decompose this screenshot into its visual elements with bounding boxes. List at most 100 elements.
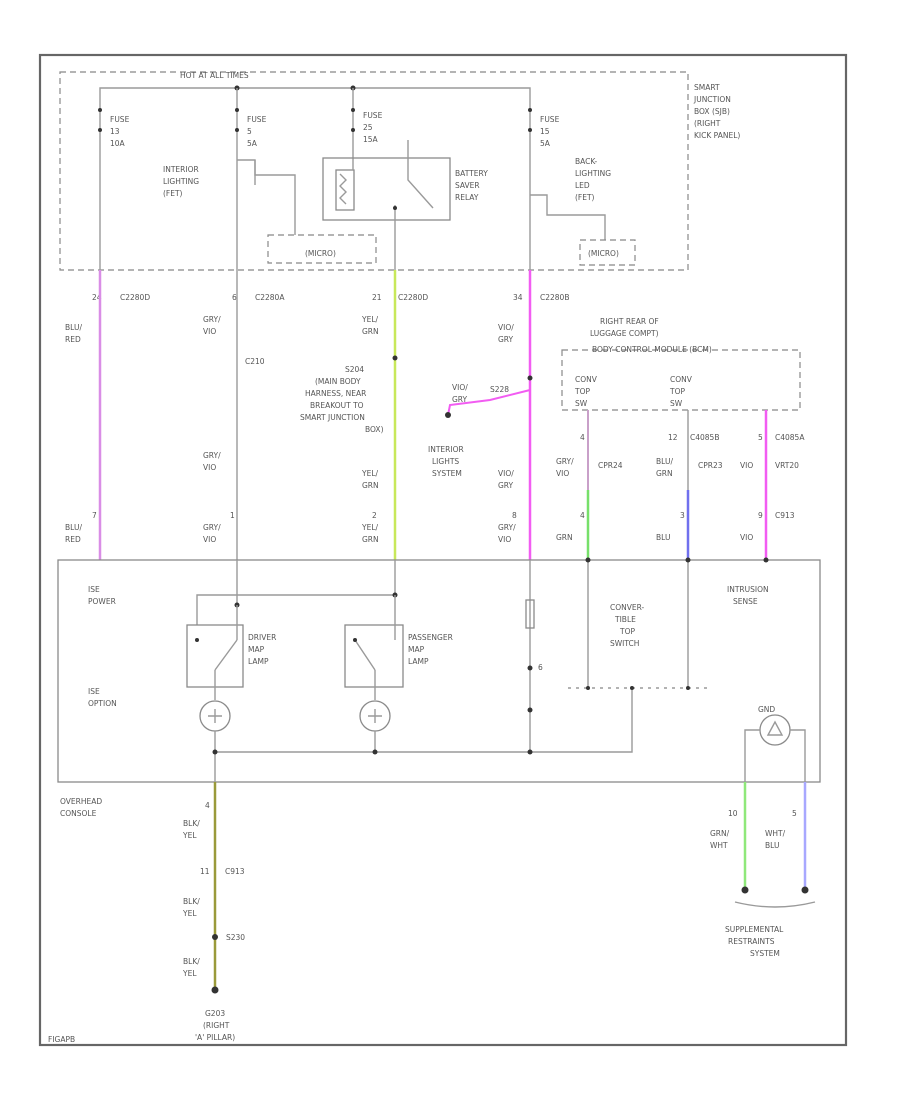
vio-gry-branch-wire — [447, 389, 531, 416]
vrt20-label: VRT20 — [775, 461, 799, 470]
srs-terminal — [801, 886, 809, 894]
driver-map-bulb-icon — [199, 700, 231, 732]
svg-text:YEL/: YEL/ — [361, 469, 378, 478]
c913-label: C913 — [225, 867, 245, 876]
terminal — [585, 557, 591, 563]
svg-text:LAMP: LAMP — [248, 657, 269, 666]
svg-text:SAVER: SAVER — [455, 181, 480, 190]
yel-grn-label: YEL/GRN — [361, 523, 379, 544]
svg-text:VIO/: VIO/ — [498, 323, 514, 332]
svg-text:GRY: GRY — [452, 395, 468, 404]
svg-text:CONV: CONV — [575, 375, 598, 384]
svg-text:G203: G203 — [205, 1009, 225, 1018]
sjb-label: SMART JUNCTION BOX (SJB) (RIGHT KICK PAN… — [693, 83, 740, 140]
svg-text:BATTERY: BATTERY — [455, 169, 488, 178]
vio-gry-label: VIO/GRY — [498, 323, 514, 344]
svg-text:FUSE: FUSE — [363, 111, 383, 120]
svg-text:C2280D: C2280D — [120, 293, 150, 302]
g203-label: G203 (RIGHT 'A' PILLAR) — [195, 1009, 235, 1042]
svg-text:10A: 10A — [110, 139, 126, 148]
svg-text:BLK/: BLK/ — [183, 819, 200, 828]
svg-text:TOP: TOP — [574, 387, 590, 396]
s228-splice — [527, 375, 533, 381]
svg-text:15: 15 — [540, 127, 550, 136]
svg-text:ISE: ISE — [88, 687, 100, 696]
pin-label: 6 — [538, 663, 543, 672]
svg-text:GRN/: GRN/ — [710, 829, 730, 838]
terminal — [527, 665, 533, 671]
gry-vio-label: GRY/VIO — [203, 451, 221, 472]
driver-map-lamp-switch[interactable]: DRIVER MAP LAMP — [186, 605, 276, 700]
svg-text:HARNESS, NEAR: HARNESS, NEAR — [305, 389, 366, 398]
vio-gry-label: VIO/GRY — [498, 469, 514, 490]
svg-text:GND: GND — [758, 705, 775, 714]
power-bus — [99, 87, 531, 270]
pin-label: 4 — [580, 511, 585, 520]
svg-text:VIO: VIO — [203, 463, 216, 472]
svg-text:BOX): BOX) — [365, 425, 384, 434]
interior-lights-terminal — [445, 412, 451, 418]
svg-text:FUSE: FUSE — [540, 115, 560, 124]
svg-text:SW: SW — [575, 399, 588, 408]
svg-text:LIGHTING: LIGHTING — [575, 169, 611, 178]
svg-text:BACK-: BACK- — [575, 157, 598, 166]
svg-text:SMART: SMART — [694, 83, 720, 92]
fuse-terminal — [235, 108, 239, 112]
svg-text:GRY/: GRY/ — [203, 315, 221, 324]
svg-text:24: 24 — [92, 293, 102, 302]
svg-text:6: 6 — [232, 293, 237, 302]
svg-text:SW: SW — [670, 399, 683, 408]
svg-text:RIGHT REAR OF: RIGHT REAR OF — [600, 317, 659, 326]
terminal — [685, 557, 691, 563]
passenger-map-bulb-icon — [359, 700, 391, 732]
svg-text:MAP: MAP — [408, 645, 425, 654]
svg-text:GRN: GRN — [656, 469, 673, 478]
svg-text:RELAY: RELAY — [455, 193, 479, 202]
svg-text:GRY/: GRY/ — [556, 457, 574, 466]
svg-text:LAMP: LAMP — [408, 657, 429, 666]
svg-text:(RIGHT: (RIGHT — [203, 1021, 230, 1030]
srs-bracket — [734, 901, 816, 908]
svg-text:CONVER-: CONVER- — [610, 603, 645, 612]
s204-splice — [392, 355, 398, 361]
svg-text:INTERIOR: INTERIOR — [428, 445, 464, 454]
overhead-console-label: OVERHEAD CONSOLE — [60, 797, 102, 818]
svg-text:GRN: GRN — [362, 535, 379, 544]
svg-text:YEL/: YEL/ — [361, 523, 378, 532]
svg-text:S204: S204 — [345, 365, 364, 374]
pin-label: 5 — [758, 433, 763, 442]
svg-text:BLK/: BLK/ — [183, 897, 200, 906]
svg-text:VIO/: VIO/ — [452, 383, 468, 392]
svg-text:C2280B: C2280B — [540, 293, 569, 302]
map-lamp-feed — [196, 560, 396, 625]
s228-label: S228 — [490, 385, 509, 394]
svg-text:BLU: BLU — [765, 841, 779, 850]
svg-text:(MAIN BODY: (MAIN BODY — [315, 377, 361, 386]
blu-grn-label: BLU/GRN — [656, 457, 673, 478]
backlighting-led: BACK- LIGHTING LED (FET) — [530, 157, 611, 240]
svg-text:FUSE: FUSE — [110, 115, 130, 124]
micro-label: (MICRO) — [305, 249, 336, 258]
passenger-map-lamp-switch[interactable]: PASSENGER MAP LAMP — [344, 595, 453, 700]
pin-label: 2 — [372, 511, 377, 520]
splice — [372, 749, 378, 755]
svg-text:SYSTEM: SYSTEM — [432, 469, 462, 478]
svg-text:BOX (SJB): BOX (SJB) — [694, 107, 730, 116]
convertible-top-switch[interactable]: CONVER- TIBLE TOP SWITCH — [568, 560, 710, 690]
terminal — [763, 557, 769, 563]
pin-label: 10 — [728, 809, 738, 818]
svg-text:5A: 5A — [540, 139, 551, 148]
grn-label: GRN — [556, 533, 573, 542]
svg-text:SWITCH: SWITCH — [610, 639, 639, 648]
svg-text:ISE: ISE — [88, 585, 100, 594]
svg-text:INTERIOR: INTERIOR — [163, 165, 199, 174]
svg-text:'A' PILLAR): 'A' PILLAR) — [195, 1033, 235, 1042]
